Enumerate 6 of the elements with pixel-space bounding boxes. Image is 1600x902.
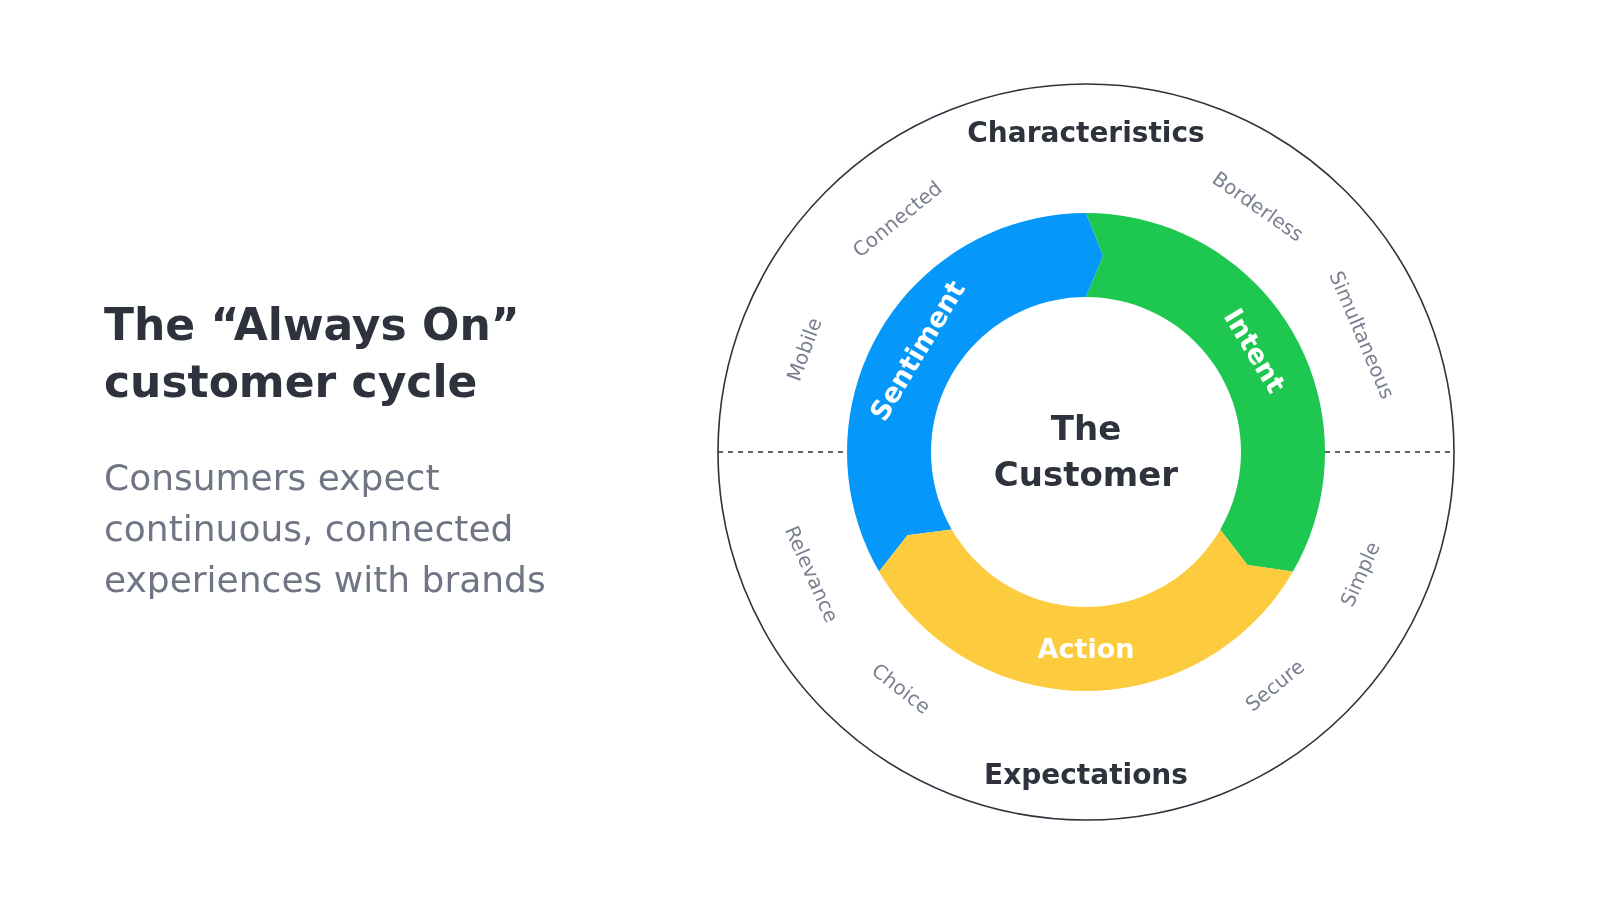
- section-heading: Expectations: [984, 758, 1188, 791]
- subtitle: Consumers expect continuous, connected experiences with brands: [104, 456, 547, 603]
- title: The “Always On” customer cycle: [104, 298, 521, 410]
- center-label: The Customer: [992, 407, 1180, 496]
- segment-label: Action: [1037, 633, 1135, 665]
- section-heading: Characteristics: [967, 116, 1205, 149]
